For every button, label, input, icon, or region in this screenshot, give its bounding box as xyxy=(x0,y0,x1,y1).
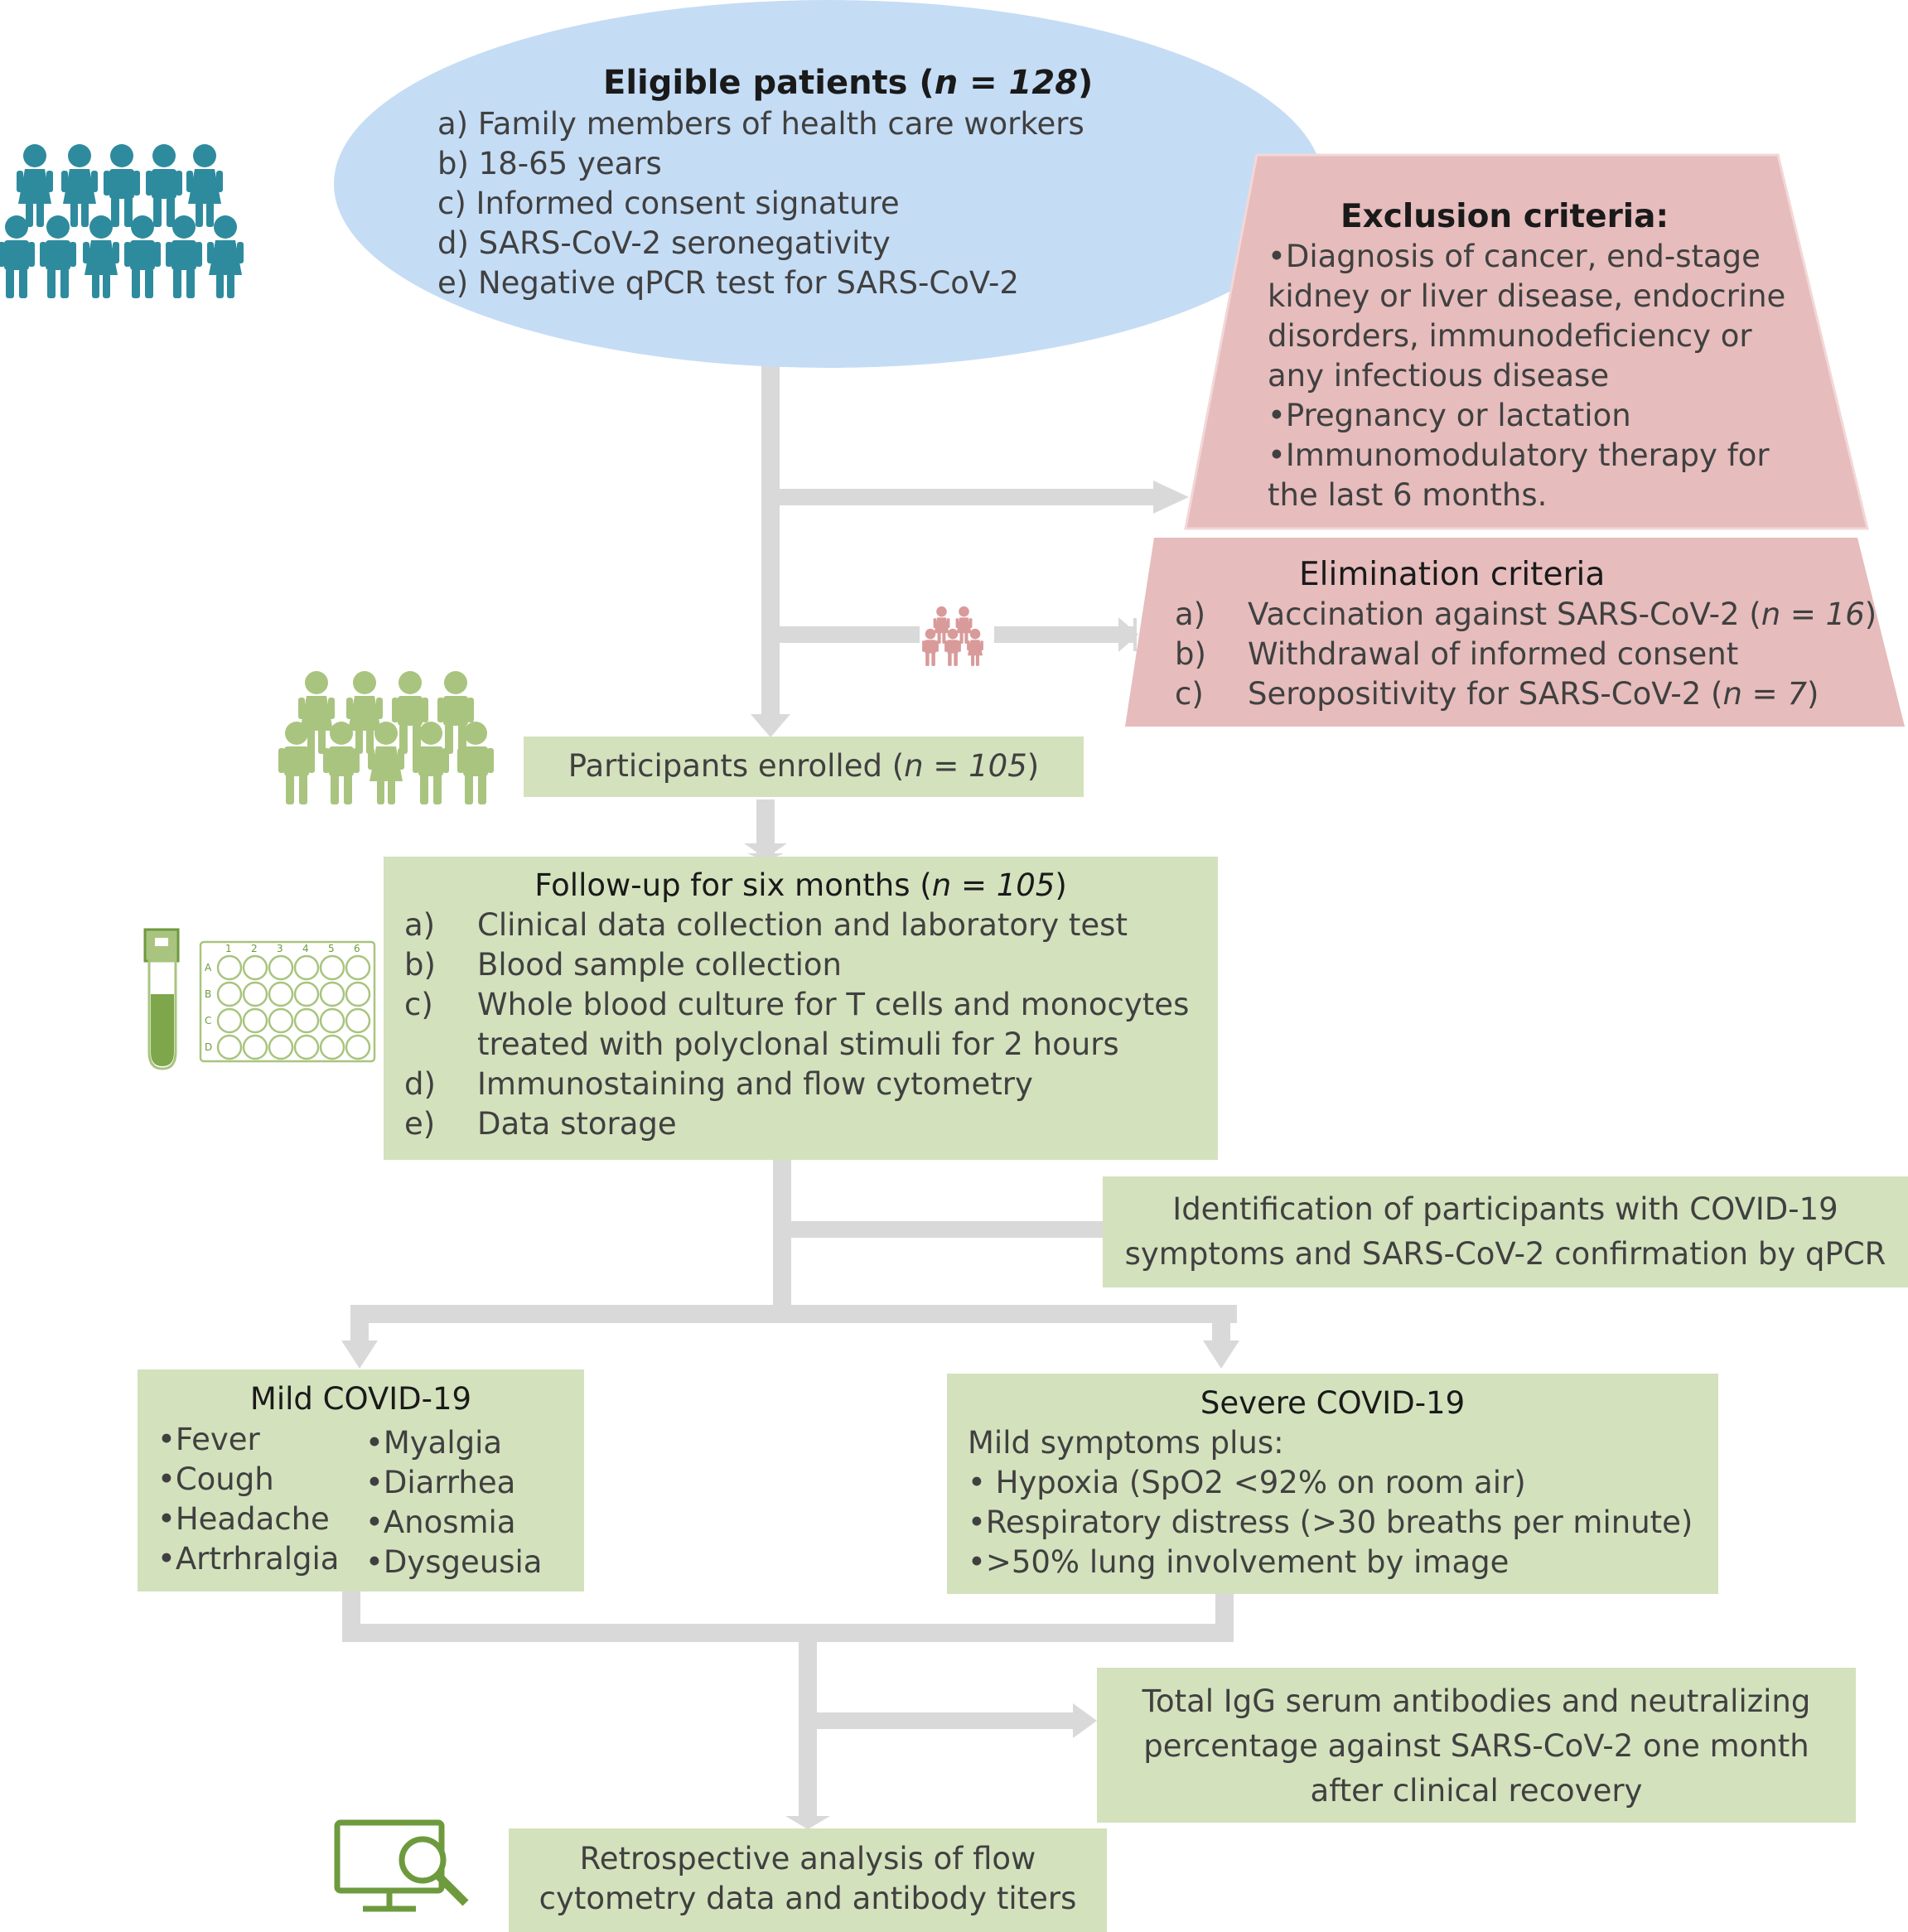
computer-search-icon xyxy=(334,1819,469,1912)
well-plate-icon xyxy=(199,940,376,1063)
plate-row-label: D xyxy=(205,1041,212,1053)
identification-box xyxy=(1103,1176,1908,1287)
followup-box xyxy=(384,857,1218,1160)
followup-title: Follow-up for six months (n = 105) xyxy=(534,867,1067,903)
well-plate-labels: 1 2 3 4 5 6 A B C D xyxy=(205,943,360,1053)
exclusion-line: disorders, immunodeficiency or xyxy=(1268,318,1752,354)
severe-line: Mild symptoms plus: xyxy=(968,1425,1284,1461)
mild-symptom: •Fever xyxy=(157,1422,260,1457)
plate-col-label: 1 xyxy=(225,943,232,954)
followup-item: b)Blood sample collection xyxy=(404,947,842,983)
severe-line: • Hypoxia (SpO2 <92% on room air) xyxy=(968,1465,1526,1500)
elimination-item: a)Vaccination against SARS-CoV-2 (n = 16… xyxy=(1175,597,1877,632)
exclusion-line: kidney or liver disease, endocrine xyxy=(1268,278,1786,314)
connector-arrows xyxy=(341,365,1239,1829)
severe-line: •Respiratory distress (>30 breaths per m… xyxy=(968,1505,1693,1540)
severe-title: Severe COVID-19 xyxy=(1200,1385,1466,1421)
igg-line: percentage against SARS-CoV-2 one month xyxy=(1143,1728,1809,1764)
elimination-trapezoid xyxy=(1125,538,1905,727)
retro-line: cytometry data and antibody titers xyxy=(539,1881,1077,1916)
exclusion-line: •Pregnancy or lactation xyxy=(1268,398,1631,433)
exclusion-line: •Immunomodulatory therapy for xyxy=(1268,437,1770,473)
followup-item: e)Data storage xyxy=(404,1106,677,1142)
severe-line: •>50% lung involvement by image xyxy=(968,1544,1509,1580)
plate-col-label: 3 xyxy=(277,943,283,954)
mild-symptom: •Cough xyxy=(157,1461,274,1497)
plate-col-label: 2 xyxy=(251,943,258,954)
eligible-ellipse xyxy=(334,0,1323,368)
eligible-item: e) Negative qPCR test for SARS-CoV-2 xyxy=(437,265,1019,301)
elimination-title: Elimination criteria xyxy=(1299,556,1606,593)
enrolled-box xyxy=(524,737,1084,797)
mild-symptom: •Myalgia xyxy=(365,1425,503,1461)
mild-symptom: •Headache xyxy=(157,1501,330,1537)
retro-line: Retrospective analysis of flow xyxy=(579,1841,1036,1876)
eligible-item: c) Informed consent signature xyxy=(437,186,900,221)
igg-line: Total IgG serum antibodies and neutraliz… xyxy=(1142,1683,1811,1719)
elimination-item: c)Seropositivity for SARS-CoV-2 (n = 7) xyxy=(1175,676,1819,712)
exclusion-line: •Diagnosis of cancer, end-stage xyxy=(1268,239,1761,274)
exclusion-trapezoid xyxy=(1184,153,1869,530)
eligible-title: Eligible patients (n = 128) xyxy=(603,64,1094,102)
green-people-icon xyxy=(278,671,494,804)
followup-item: c)Whole blood culture for T cells and mo… xyxy=(404,987,1190,1022)
igg-box xyxy=(1097,1668,1856,1823)
plate-row-label: A xyxy=(205,962,212,973)
severe-box xyxy=(947,1374,1718,1594)
mild-symptom: •Artrhralgia xyxy=(157,1541,340,1577)
plate-col-label: 6 xyxy=(354,943,360,954)
retro-box xyxy=(509,1828,1107,1932)
mild-symptom: •Dysgeusia xyxy=(365,1544,543,1580)
mild-title: Mild COVID-19 xyxy=(249,1381,472,1417)
followup-item: d)Immunostaining and flow cytometry xyxy=(404,1066,1033,1102)
followup-item: a)Clinical data collection and laborator… xyxy=(404,907,1128,943)
plate-col-label: 5 xyxy=(328,943,335,954)
enrolled-label: Participants enrolled (n = 105) xyxy=(568,748,1040,784)
pink-people-icon xyxy=(922,606,983,666)
eligible-item: a) Family members of health care workers xyxy=(437,106,1084,142)
plate-row-label: C xyxy=(205,1015,211,1026)
plate-row-label: B xyxy=(205,988,211,1000)
elimination-item: b)Withdrawal of informed consent xyxy=(1175,636,1739,672)
exclusion-title: Exclusion criteria: xyxy=(1340,198,1669,235)
identification-line: symptoms and SARS-CoV-2 confirmation by … xyxy=(1124,1236,1886,1272)
mild-symptom: •Diarrhea xyxy=(365,1465,516,1500)
test-tube-icon xyxy=(143,928,180,1070)
exclusion-line: any infectious disease xyxy=(1268,358,1610,394)
eligible-item: d) SARS-CoV-2 seronegativity xyxy=(437,225,891,261)
identification-line: Identification of participants with COVI… xyxy=(1172,1191,1838,1227)
teal-people-icon xyxy=(0,144,244,298)
eligible-item: b) 18-65 years xyxy=(437,146,662,181)
mild-symptom: •Anosmia xyxy=(365,1505,516,1540)
mild-box xyxy=(138,1369,584,1591)
followup-item: treated with polyclonal stimuli for 2 ho… xyxy=(477,1026,1119,1062)
plate-col-label: 4 xyxy=(302,943,309,954)
exclusion-line: the last 6 months. xyxy=(1268,477,1548,513)
igg-line: after clinical recovery xyxy=(1310,1773,1643,1809)
